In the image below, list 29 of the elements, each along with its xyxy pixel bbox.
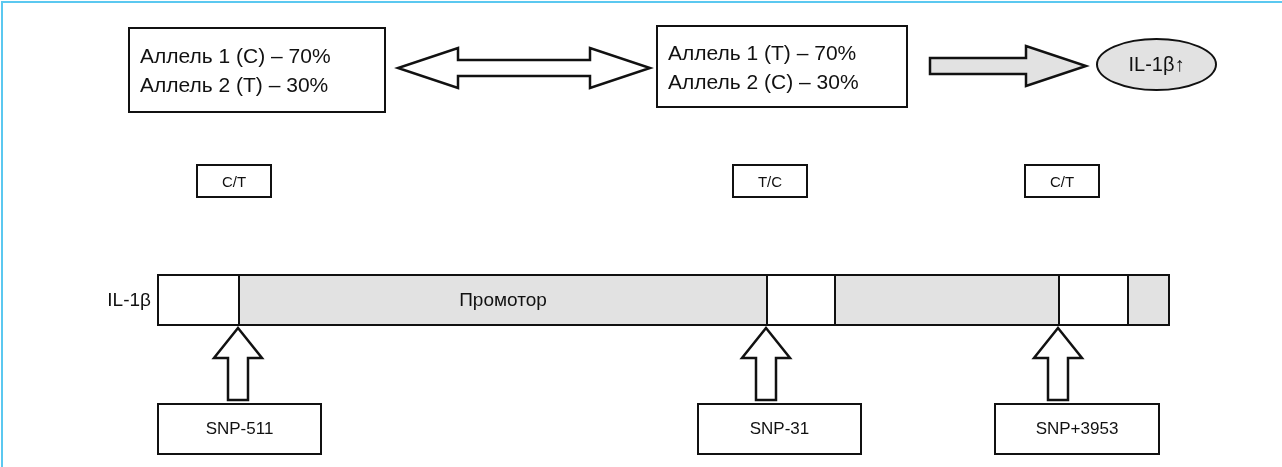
allele-box <box>128 27 386 113</box>
block-arrow <box>394 46 654 90</box>
allele-frequency: Аллель 2 (C) – 30% <box>668 68 859 95</box>
promoter-segment <box>240 276 768 324</box>
segment-label: Промотор <box>459 289 547 311</box>
genotype-box <box>196 164 272 198</box>
allele-box <box>656 25 908 108</box>
snp-box <box>697 403 862 455</box>
block-arrow <box>739 326 793 402</box>
block-arrow <box>928 44 1090 88</box>
box-label: SNP+3953 <box>1035 419 1119 439</box>
box-label: T/C <box>757 172 783 190</box>
box-label: SNP-31 <box>749 419 810 439</box>
allele-frequency: Аллель 1 (T) – 70% <box>668 39 857 66</box>
snp-box <box>994 403 1160 455</box>
block-arrow <box>211 326 265 402</box>
gene-segment <box>836 276 1060 324</box>
box-label: SNP-511 <box>205 419 274 439</box>
box-label: C/T <box>221 172 247 190</box>
block-arrow <box>1031 326 1085 402</box>
snp-box <box>157 403 322 455</box>
allele-frequency: Аллель 2 (T) – 30% <box>140 72 329 98</box>
genotype-box <box>732 164 808 198</box>
gene-segment <box>1129 276 1168 324</box>
gene-label: IL-1β <box>107 289 151 311</box>
box-label: C/T <box>1049 172 1075 190</box>
allele-frequency: Аллель 1 (C) – 70% <box>140 43 331 69</box>
genotype-box <box>1024 164 1100 198</box>
ellipse-label: IL-1β↑ <box>1128 53 1185 76</box>
